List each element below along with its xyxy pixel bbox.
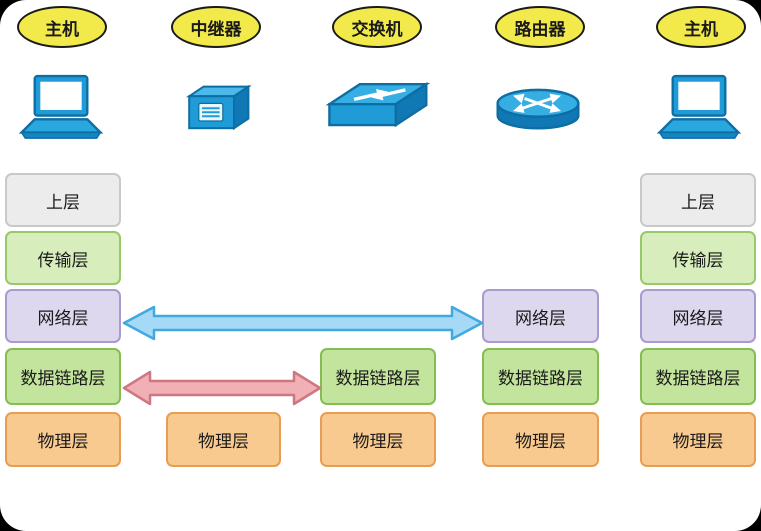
node-repeater: 中继器 xyxy=(171,6,261,48)
node-router: 路由器 xyxy=(495,6,585,48)
layer-network-host-right: 网络层 xyxy=(640,289,756,343)
node-host-left: 主机 xyxy=(17,6,107,48)
layer-datalink-host-right: 数据链路层 xyxy=(640,348,756,405)
layer-physical-host-left: 物理层 xyxy=(5,412,121,467)
switch-icon xyxy=(318,76,432,142)
layer-datalink-host-left: 数据链路层 xyxy=(5,348,121,405)
router-icon xyxy=(490,82,586,144)
node-label: 路由器 xyxy=(514,19,566,40)
laptop-icon xyxy=(652,74,746,148)
node-label: 中继器 xyxy=(190,19,242,40)
node-label: 交换机 xyxy=(351,19,403,40)
layer-upper-host-right: 上层 xyxy=(640,173,756,227)
layer-network-router: 网络层 xyxy=(482,289,599,343)
layer-datalink-router: 数据链路层 xyxy=(482,348,599,405)
layer-transport-host-left: 传输层 xyxy=(5,231,121,285)
layer-physical-router: 物理层 xyxy=(482,412,599,467)
layer-network-host-left: 网络层 xyxy=(5,289,121,343)
network-layer-arrow-icon xyxy=(122,301,484,349)
layer-physical-repeater: 物理层 xyxy=(166,412,281,467)
layer-transport-host-right: 传输层 xyxy=(640,231,756,285)
layer-physical-host-right: 物理层 xyxy=(640,412,756,467)
repeater-icon xyxy=(178,82,258,140)
node-host-right: 主机 xyxy=(656,6,746,48)
node-switch: 交换机 xyxy=(332,6,422,48)
node-label: 主机 xyxy=(45,19,79,40)
datalink-layer-arrow-icon xyxy=(122,366,322,414)
layer-upper-host-left: 上层 xyxy=(5,173,121,227)
laptop-icon xyxy=(14,74,108,148)
layer-datalink-switch: 数据链路层 xyxy=(320,348,436,405)
layer-physical-switch: 物理层 xyxy=(320,412,436,467)
node-label: 主机 xyxy=(684,19,718,40)
